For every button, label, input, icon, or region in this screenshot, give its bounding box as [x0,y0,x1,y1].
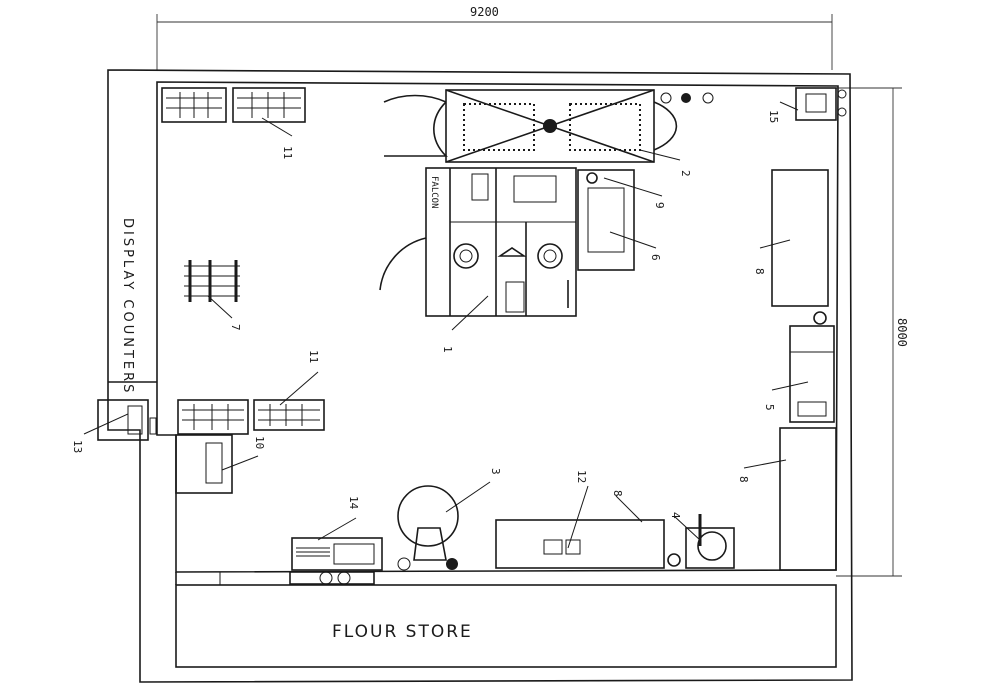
callout-13: 13 [71,440,84,453]
callout-12: 12 [575,470,588,483]
sink-units [567,169,663,308]
callout-5: 5 [763,404,776,411]
mixer [667,514,735,569]
falcon-brand-label: FALCON [429,176,439,209]
worktable-right-upper [759,169,829,307]
dough-divider [397,481,491,571]
callout-3: 3 [489,468,502,475]
storage-rack-top [161,87,306,137]
height-dimension-label: 8000 [895,318,909,347]
storage-rack-mid [177,371,325,435]
callout-7: 7 [229,324,242,331]
callout-8c: 8 [611,490,624,497]
callout-9: 9 [653,202,666,209]
width-dimension-label: 9200 [470,5,499,19]
callout-1: 1 [441,346,454,353]
prover-bench [289,517,383,585]
callout-11b: 11 [307,350,320,363]
callout-8b: 8 [737,476,750,483]
worktable-right-lower [743,427,837,571]
flour-store-label: FLOUR STORE [332,622,473,642]
hand-sink [779,87,847,121]
callout-numbers: 1 2 3 4 5 6 7 8 8 8 9 10 11 11 12 13 14 … [71,110,780,519]
callout-4: 4 [669,512,682,519]
callout-14: 14 [347,496,360,510]
callout-10: 10 [253,436,266,449]
display-counters-label: DISPLAY COUNTERS [120,218,135,395]
callout-2: 2 [679,170,692,177]
callout-11a: 11 [281,146,294,159]
dimension-lines [156,14,902,577]
falcon-cooking-range [379,167,577,331]
fridge-unit [771,311,835,423]
callout-15: 15 [767,110,780,123]
callout-8a: 8 [753,268,766,275]
center-work-bench [495,485,665,569]
oven-unit [383,89,714,163]
callout-6: 6 [649,254,662,261]
display-unit [83,399,157,441]
side-table [175,434,259,494]
building-walls [107,69,853,683]
trolley-rack [184,260,240,319]
